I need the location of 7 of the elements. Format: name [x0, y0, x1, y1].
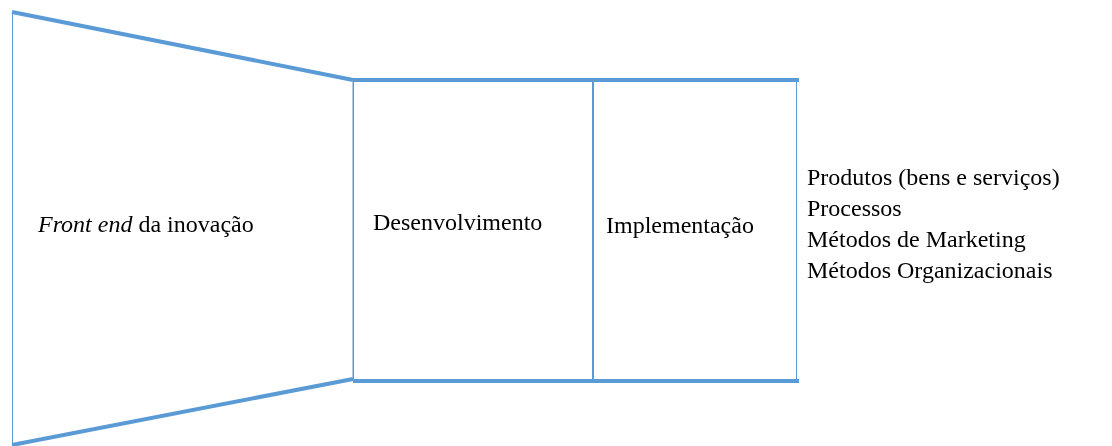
stage-label: Desenvolvimento [373, 208, 543, 237]
outcome-type: Métodos de Marketing [807, 225, 1026, 254]
outcome-type: Produtos (bens e serviços) [807, 163, 1060, 192]
stage-label: Implementação [606, 211, 754, 240]
stage-label: Front end da inovação [38, 210, 254, 239]
outcome-type: Processos [807, 194, 902, 223]
outcome-type: Métodos Organizacionais [807, 256, 1053, 285]
